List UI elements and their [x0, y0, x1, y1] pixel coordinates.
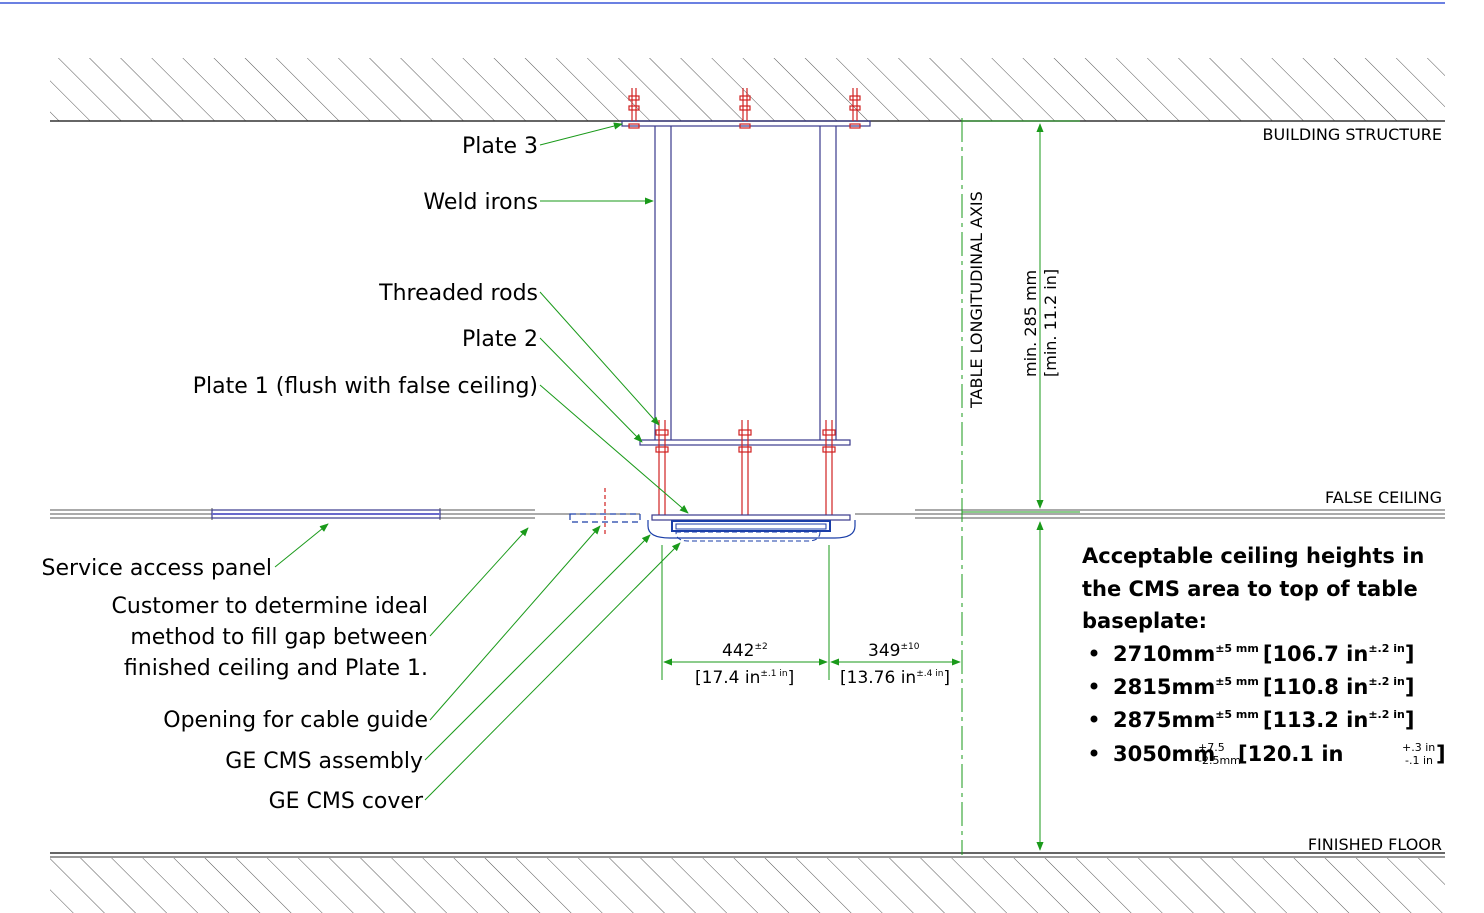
svg-text:[17.4 in±.1 in]: [17.4 in±.1 in] — [695, 668, 794, 688]
bullet — [1090, 649, 1098, 657]
vertical-dimension — [962, 120, 1080, 851]
callout-weld-irons: Weld irons — [423, 190, 538, 215]
callout-service-access-panel: Service access panel — [42, 556, 272, 581]
ceiling-heights-note: Acceptable ceiling heights in the CMS ar… — [1082, 544, 1446, 767]
leader-lines — [274, 122, 689, 801]
bullet — [1090, 682, 1098, 690]
callout-plate-3: Plate 3 — [462, 134, 538, 159]
finished-floor-slab — [50, 852, 1445, 913]
height-item-2: 2815mm±5 mm[110.8 in±.2 in] — [1113, 675, 1414, 699]
callout-plate-2: Plate 2 — [462, 327, 538, 352]
vertical-dim-line2: [min. 11.2 in] — [1041, 269, 1060, 377]
plate-2 — [639, 439, 851, 446]
height-item-3: 2875mm±5 mm[113.2 in±.2 in] — [1113, 708, 1414, 732]
callout-plate-1: Plate 1 (flush with false ceiling) — [193, 374, 538, 399]
height-item-4-mm-tol-up: +7.5 — [1198, 741, 1225, 754]
callout-gap-line3: finished ceiling and Plate 1. — [124, 656, 428, 681]
height-item-4-inch: [120.1 in — [1238, 742, 1343, 766]
dimension-349: 349±10 [13.76 in±.4 in] — [840, 641, 950, 688]
threaded-rods — [655, 420, 836, 515]
height-item-4: 3050mm — [1113, 742, 1215, 766]
callout-gap-line1: Customer to determine ideal — [112, 594, 428, 619]
vertical-dim-line1: min. 285 mm — [1021, 270, 1040, 377]
height-item-4-mm-tol-dn: -2.5mm — [1198, 754, 1241, 767]
cable-guide-opening — [569, 488, 641, 535]
weld-irons — [654, 126, 837, 440]
service-access-panel — [211, 509, 441, 519]
height-item-4-inch-tol-up: +.3 in — [1402, 741, 1435, 754]
callout-cable-guide: Opening for cable guide — [163, 708, 428, 733]
ge-cms-cover — [675, 531, 821, 542]
bullet — [1090, 749, 1098, 757]
building-structure-label: BUILDING STRUCTURE — [1263, 125, 1442, 144]
callout-cms-assembly: GE CMS assembly — [225, 749, 423, 774]
callout-gap-line2: method to fill gap between — [130, 625, 428, 650]
plate-1 — [651, 514, 851, 521]
callout-cms-cover: GE CMS cover — [269, 789, 424, 814]
ge-cms-assembly — [647, 520, 856, 539]
finished-floor-label: FINISHED FLOOR — [1308, 835, 1442, 854]
svg-text:349±10: 349±10 — [868, 641, 920, 661]
callout-threaded-rods: Threaded rods — [378, 281, 538, 306]
svg-text:442±2: 442±2 — [722, 641, 768, 661]
height-item-1: 2710mm±5 mm[106.7 in±.2 in] — [1113, 642, 1414, 666]
horizontal-dimension-lines — [661, 545, 961, 680]
heights-title-1: Acceptable ceiling heights in — [1082, 544, 1424, 568]
height-item-4-close: ] — [1436, 742, 1446, 766]
false-ceiling-label: FALSE CEILING — [1325, 488, 1442, 507]
svg-text:[13.76 in±.4 in]: [13.76 in±.4 in] — [840, 668, 950, 688]
heights-title-3: baseplate: — [1082, 609, 1207, 633]
table-axis-label: TABLE LONGITUDINAL AXIS — [967, 191, 986, 409]
bullet — [1090, 715, 1098, 723]
height-item-4-inch-tol-dn: -.1 in — [1405, 754, 1433, 767]
dimension-442: 442±2 [17.4 in±.1 in] — [695, 641, 794, 688]
anchor-bolts — [628, 88, 861, 129]
heights-title-2: the CMS area to top of table — [1082, 577, 1418, 601]
